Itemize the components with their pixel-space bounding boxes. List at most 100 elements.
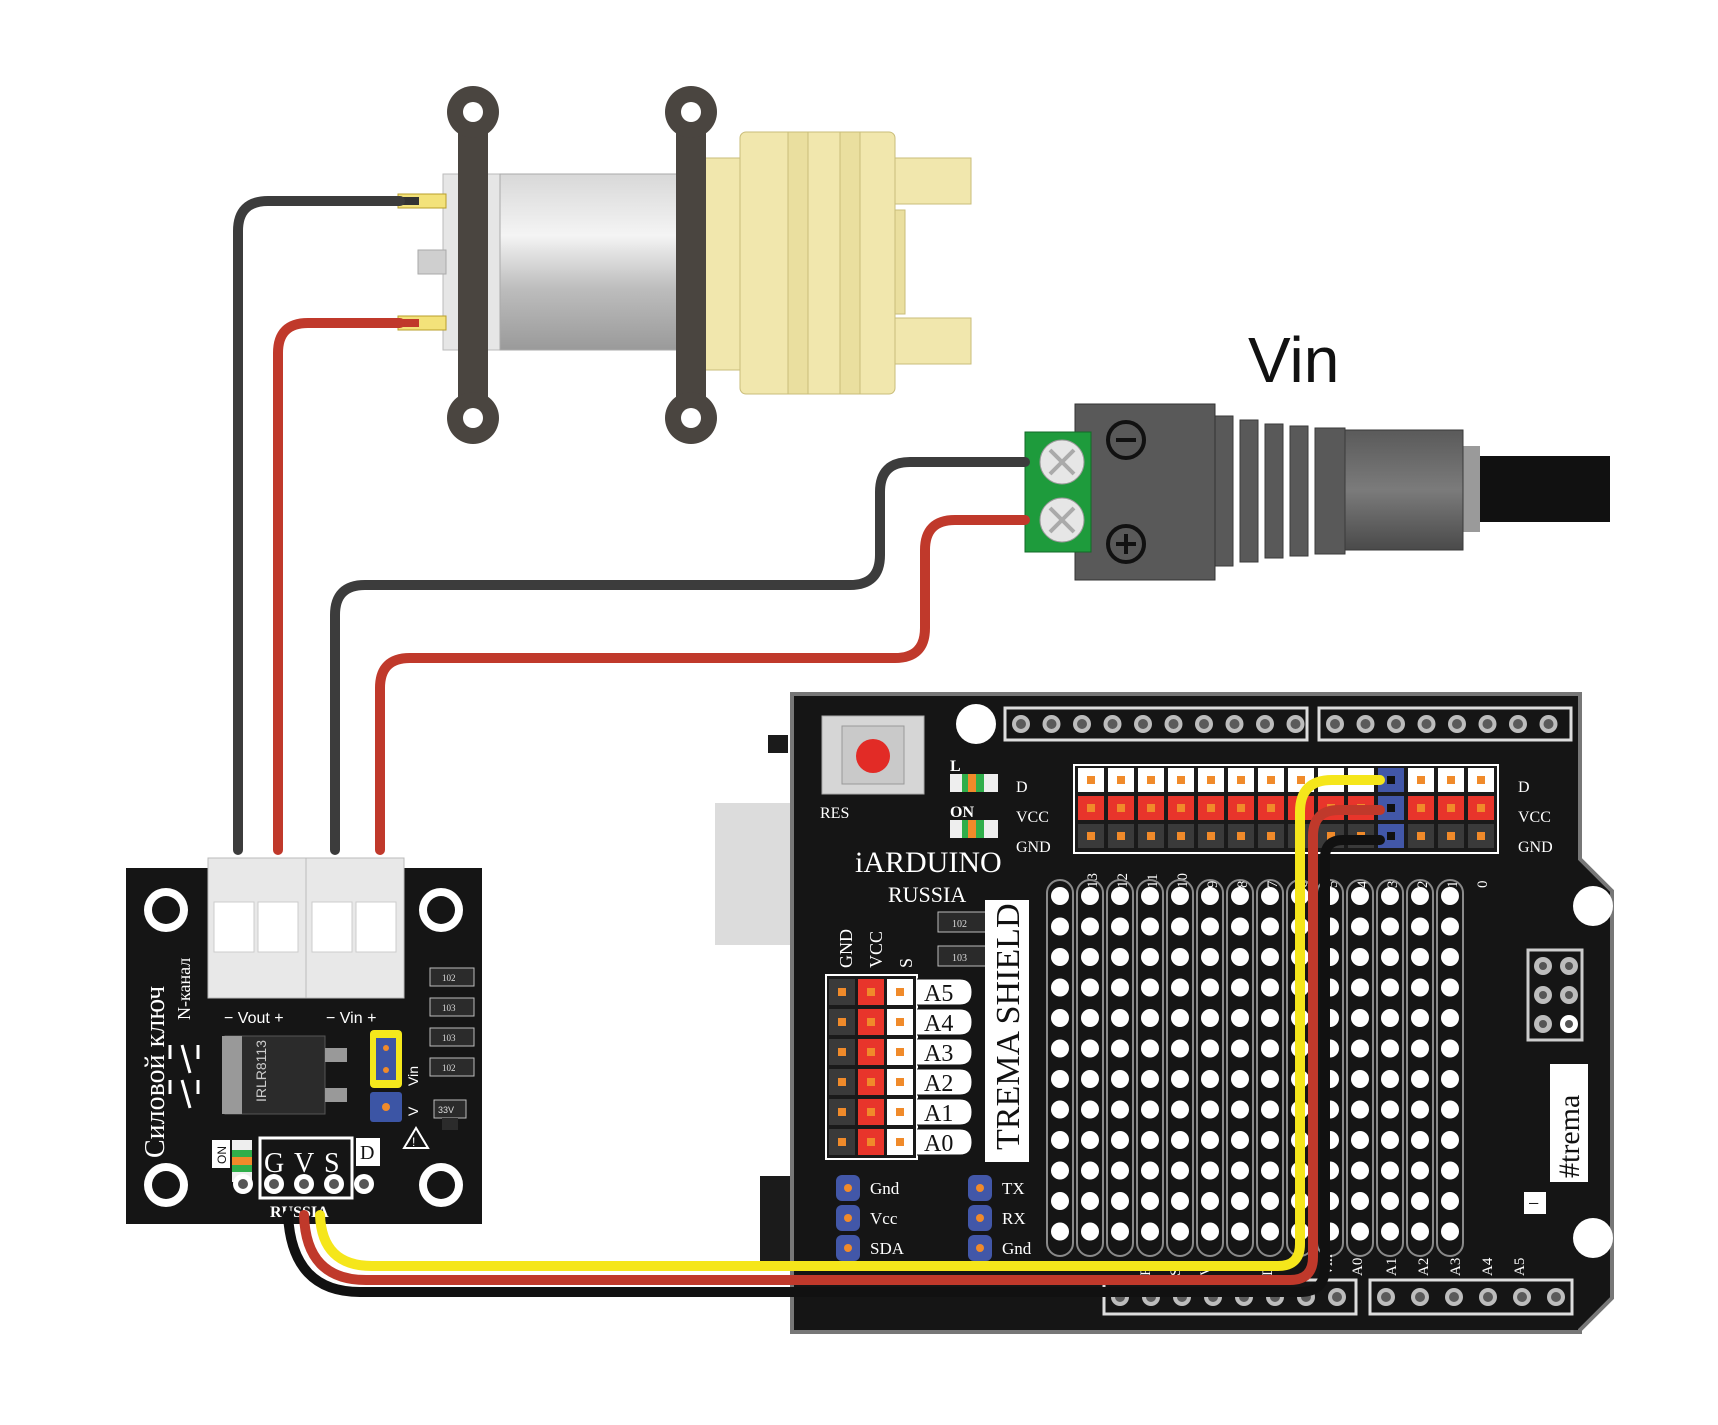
proto-hole [1081,917,1099,936]
proto-strip [1346,879,1374,1257]
module-resistor [429,1027,475,1047]
proto-hole [1231,1131,1249,1149]
proto-hole [1201,1100,1219,1119]
proto-hole [1201,1222,1219,1241]
proto-hole [1051,917,1069,936]
proto-hole [1111,978,1129,997]
mosfet-label: IRLR8113 [253,1040,269,1102]
proto-hole [1351,1131,1369,1149]
proto-hole [1441,1222,1459,1241]
bottom-header-label: A3 [1448,1258,1464,1276]
proto-hole [1261,978,1279,997]
proto-hole [1081,1161,1099,1180]
module-resistors: 102 103 103 102 [429,967,475,1077]
proto-hole [1411,917,1429,936]
proto-hole [1111,948,1129,966]
jumper-label-vin: Vin [405,1066,421,1086]
jack-plus-symbol [1106,524,1146,564]
module-resistor-label: 102 [442,973,456,983]
mosfet-chip: IRLR8113 [222,1035,347,1115]
proto-hole [1351,978,1369,997]
proto-hole [1231,1192,1249,1210]
proto-hole [1051,887,1069,905]
module-led [232,1140,252,1182]
reset-label: RES [820,805,849,822]
proto-hole [1411,978,1429,997]
shield-resistor-1: 102 [937,911,987,933]
proto-hole [1201,1131,1219,1149]
proto-hole [1411,1131,1429,1149]
proto-hole [1201,1070,1219,1088]
plug-ring [1460,446,1480,532]
plug-sleeve [1344,429,1464,551]
arduino-usb-connector [715,803,795,945]
proto-hole [1111,1131,1129,1149]
power-switch-module: − Vout + − Vin + Силовой ключ N-канал IR… [126,857,482,1224]
mount-hole [956,704,996,744]
svg-text:GND: GND [1016,839,1051,856]
proto-hole [1201,887,1219,905]
module-resistor-label: 103 [442,1003,456,1013]
proto-hole [1171,917,1189,936]
proto-hole [1441,978,1459,997]
hashtag-label: #trema [1553,1095,1586,1178]
proto-hole [1351,1009,1369,1027]
proto-hole [1171,1009,1189,1027]
module-resistor [429,967,475,987]
digital-pin-label: 1 [1445,881,1461,889]
svg-text:−: − [1528,1193,1539,1215]
proto-hole [1441,1192,1459,1210]
analog-pin-label: A3 [924,1041,953,1067]
proto-hole [1111,917,1129,936]
proto-strip [1376,879,1404,1257]
proto-hole [1171,978,1189,997]
analog-label-tab [917,1038,973,1066]
voltage-jumper[interactable] [370,1030,402,1122]
bottom-header-label: A5 [1512,1258,1528,1276]
module-resistor-label: 102 [442,1063,456,1073]
proto-hole [1381,1070,1399,1088]
proto-hole [1141,1131,1159,1149]
proto-hole [1141,948,1159,966]
analog-pin-label: A5 [924,981,953,1007]
proto-hole [1171,1131,1189,1149]
plug-cable [1470,456,1610,522]
proto-hole [1441,1161,1459,1180]
water-pump [397,86,972,444]
svg-text:D: D [1016,779,1028,796]
proto-hole [1381,1039,1399,1058]
proto-hole [1111,1039,1129,1058]
gvs-label-box: G V S [258,1136,354,1200]
proto-hole [1081,1100,1099,1119]
dc-power-jack: Vin [1024,324,1610,581]
pump-terminal-black-mark [403,197,419,205]
digital-pin-label: 3 [1385,881,1401,889]
analog-label-tab [917,1008,973,1036]
digital-pin-label: 7 [1265,880,1281,888]
proto-hole [1411,887,1429,905]
proto-hole [1351,1100,1369,1119]
module-resistor-label: 103 [442,1033,456,1043]
wire-pump-black [233,196,405,855]
svg-text:S: S [324,1148,340,1179]
vin-label: − Vin + [326,1010,376,1027]
svg-text:GND: GND [1518,839,1553,856]
proto-hole [1201,1161,1219,1180]
arduino-power-connector [760,1176,792,1266]
proto-hole [1081,978,1099,997]
bottom-header-right [1368,1278,1574,1316]
reset-button[interactable] [821,715,925,795]
wire-signal-black [283,835,1385,1297]
proto-hole [1411,1222,1429,1241]
proto-strip [1046,879,1074,1257]
jumper-label-v: V [405,1106,421,1116]
proto-hole [1081,1131,1099,1149]
svg-text:33V: 33V [438,1105,454,1115]
analog-label-tab [917,1068,973,1096]
proto-hole [1381,917,1399,936]
digital-pin-label: 8 [1235,881,1251,889]
proto-hole [1051,1039,1069,1058]
wire-jack-red [375,515,1030,855]
proto-hole [1171,1039,1189,1058]
